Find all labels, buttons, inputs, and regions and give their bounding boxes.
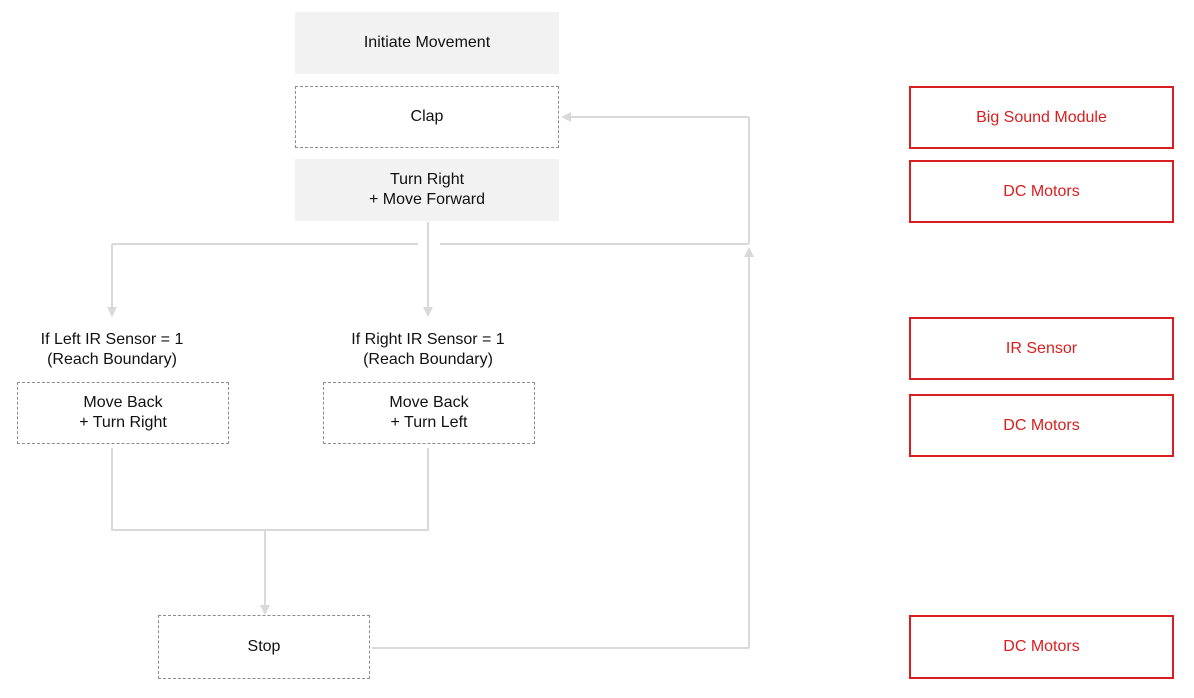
clap-label: Clap (410, 108, 444, 125)
hardware-ir-sensor-label: IR Sensor (1005, 339, 1078, 357)
hardware-dc-motors-3: DC Motors (909, 615, 1174, 679)
stop-label: Stop (247, 638, 281, 655)
hardware-dc-motors-2: DC Motors (909, 394, 1174, 457)
hardware-dc-motors-1: DC Motors (909, 160, 1174, 223)
move-back-turn-right-node: Move Back + Turn Right (17, 382, 229, 444)
right-ir-condition: If Right IR Sensor = 1 (Reach Boundary) (351, 331, 505, 368)
hardware-big-sound-module-label: Big Sound Module (976, 108, 1107, 126)
move-back-turn-left-node: Move Back + Turn Left (323, 382, 535, 444)
hardware-dc-motors-3-label: DC Motors (1003, 638, 1080, 655)
hardware-ir-sensor: IR Sensor (909, 317, 1174, 380)
move-back-turn-right-label: Move Back + Turn Right (79, 394, 167, 431)
left-ir-condition: If Left IR Sensor = 1 (Reach Boundary) (40, 331, 184, 368)
hardware-dc-motors-1-label: DC Motors (1003, 182, 1080, 200)
merge-connector (111, 448, 429, 531)
clap-node: Clap (295, 86, 559, 148)
turn-right-forward-label: Turn Right + Move Forward (368, 171, 486, 208)
stop-node: Stop (158, 615, 370, 679)
initiate-movement-node: Initiate Movement (295, 12, 559, 74)
move-back-turn-left-label: Move Back + Turn Left (389, 394, 469, 431)
initiate-movement-label: Initiate Movement (363, 34, 491, 51)
hardware-dc-motors-2-label: DC Motors (1003, 416, 1080, 434)
hardware-big-sound-module: Big Sound Module (909, 86, 1174, 149)
turn-right-forward-node: Turn Right + Move Forward (295, 159, 559, 221)
